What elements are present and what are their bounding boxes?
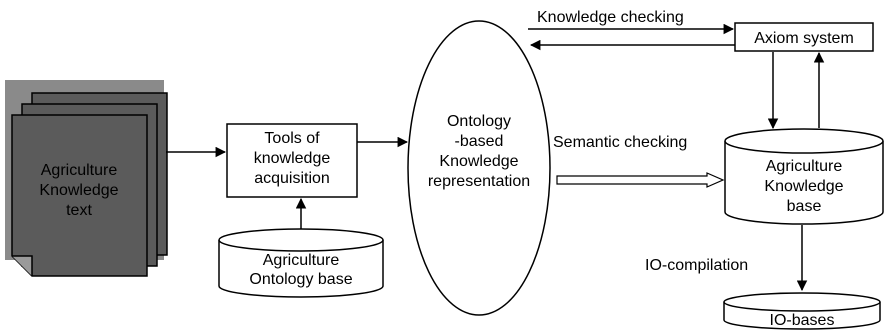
tools-box-frame [226, 123, 358, 198]
representation-label-line4: representation [428, 173, 530, 190]
axiom-box: Axiom system [734, 22, 874, 52]
ontology-base-body [218, 240, 384, 298]
knowledge-base-label-line1: Agriculture [766, 158, 843, 175]
document-front-page [11, 114, 148, 277]
knowledge-text-label-line3: text [66, 202, 92, 219]
representation-ellipse: Ontology -based Knowledge representation [407, 20, 551, 316]
axiom-box-frame [734, 22, 874, 52]
tools-label-line1: Tools of [264, 130, 320, 147]
knowledge-base-body [724, 141, 884, 225]
document-folded-corner [12, 255, 33, 276]
ontology-base-cylinder: Agriculture Ontology base [218, 228, 384, 298]
knowledge-text-label-line1: Agriculture [41, 162, 118, 179]
hollow-arrow-semantic-checking [556, 172, 725, 188]
knowledge-base-top [724, 128, 884, 154]
knowledge-base-cylinder: Agriculture Knowledge base [724, 128, 884, 225]
tools-label-line3: acquisition [254, 170, 330, 187]
io-bases-label: IO-bases [770, 312, 835, 329]
representation-outline [407, 20, 551, 316]
tools-box: Tools of knowledge acquisition [226, 123, 358, 198]
ontology-base-label-line2: Ontology base [249, 271, 352, 288]
io-compilation-label: IO-compilation [645, 257, 748, 274]
knowledge-text-document-stack: Agriculture Knowledge text [5, 80, 168, 277]
io-bases-cylinder: IO-bases [723, 292, 881, 330]
knowledge-base-label-line3: base [787, 198, 822, 215]
representation-label-line2: -based [455, 133, 504, 150]
representation-label-line3: Knowledge [439, 153, 518, 170]
knowledge-base-label-line2: Knowledge [764, 178, 843, 195]
io-bases-top [723, 292, 881, 312]
representation-label-line1: Ontology [447, 113, 511, 130]
knowledge-checking-label: Knowledge checking [537, 9, 684, 26]
tools-label-line2: knowledge [254, 150, 331, 167]
semantic-checking-label: Semantic checking [553, 134, 687, 151]
knowledge-text-label-line2: Knowledge [39, 182, 118, 199]
ontology-base-label-line1: Agriculture [263, 252, 340, 269]
ontology-base-top [218, 228, 384, 252]
axiom-label: Axiom system [754, 30, 854, 47]
